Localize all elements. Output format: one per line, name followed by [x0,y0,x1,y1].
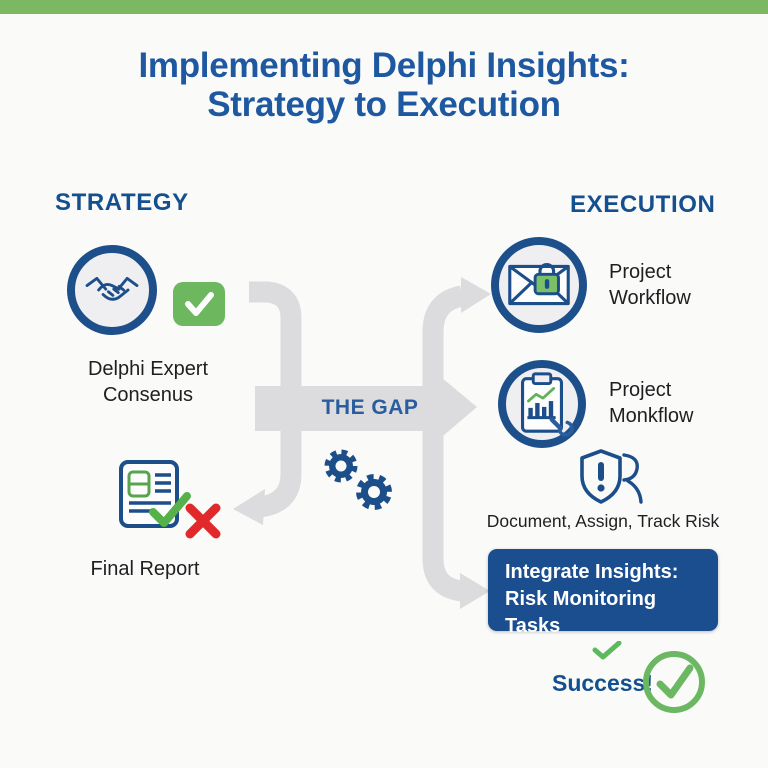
shield-alert-icon [580,449,643,504]
page-title: Implementing Delphi Insights: Strategy t… [0,46,768,124]
integrate-line2: Risk Monitoring Tasks [505,588,657,637]
monkflow-circle [498,360,586,448]
consensus-label: Delphi Expert Consenus [58,356,238,408]
workflow-circle [491,237,587,333]
gap-label: THE GAP [321,396,419,419]
final-report-label: Final Report [90,558,200,580]
consensus-label-line2: Consenus [102,384,194,406]
connector-right-band [422,285,465,602]
strategy-header: STRATEGY [55,189,189,216]
integrate-line1: Integrate Insights: [505,561,679,583]
workflow-label-line2: Workflow [609,287,691,309]
track-risk-label: Document, Assign, Track Risk [486,511,720,531]
arrowhead-to-workflow [461,277,491,313]
box-check-icon [592,641,621,660]
checkmark-badge-icon [185,292,214,316]
gears-icon [324,449,392,510]
monkflow-label: Project Monkflow [609,377,693,429]
consensus-label-line1: Delphi Expert [87,358,209,380]
document-report-icon [119,460,191,528]
arrowhead-to-tasks [460,573,490,609]
success-ring [643,651,705,713]
monkflow-label-line1: Project [609,379,672,401]
execution-header: EXECUTION [570,191,716,218]
clipboard-chart-wrench-icon [521,372,574,437]
integrate-insights-box: Integrate Insights: Risk Monitoring Task… [488,549,718,660]
red-cross-icon [185,503,221,539]
workflow-label-line1: Project [609,261,672,283]
top-accent-bar [0,0,768,14]
page-title-line1: Implementing Delphi Insights: [138,46,630,85]
workflow-label: Project Workflow [609,259,691,311]
page-title-line2: Strategy to Execution [207,85,561,124]
consensus-circle [67,245,157,335]
handshake-icon [85,276,139,301]
envelope-lock-icon [508,262,570,306]
arrowhead-to-report [233,489,265,525]
gap-arrow [255,368,477,447]
success-check-icon [656,664,694,699]
consensus-check-badge [173,282,225,326]
monkflow-label-line2: Monkflow [609,405,694,427]
success-label: Success! [552,670,654,696]
